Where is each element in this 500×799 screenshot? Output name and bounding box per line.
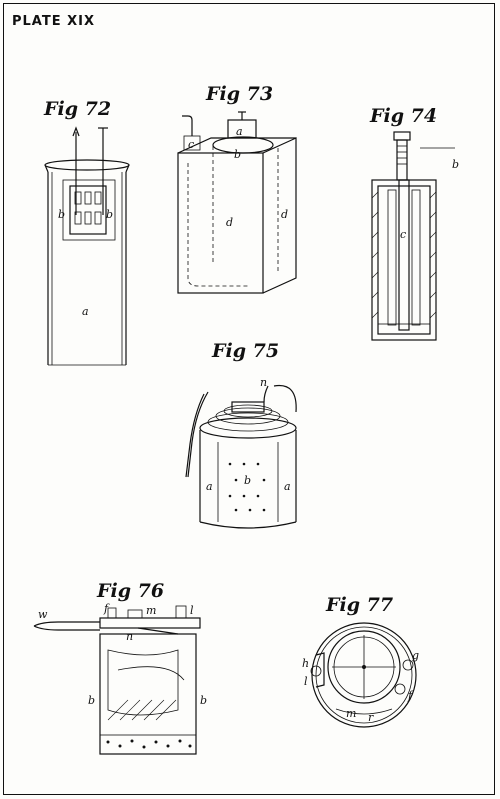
- fig-76-letter-b1: b: [88, 694, 95, 707]
- fig-77-letter-r: r: [368, 711, 374, 724]
- fig-77-letter-h: h: [302, 657, 309, 670]
- fig-75-letter-a1: a: [206, 480, 213, 493]
- fig-75-illustration: n a a b: [185, 376, 297, 529]
- plate-border: [3, 3, 495, 795]
- fig-74-label: Fig 74: [370, 105, 438, 127]
- fig-72-letter-a: a: [82, 305, 89, 318]
- fig-72-illustration: b b a: [44, 126, 130, 366]
- fig-75-label: Fig 75: [212, 340, 280, 362]
- fig-74-illustration: b c: [371, 131, 459, 341]
- fig-77-illustration: g h l f m r: [302, 622, 419, 728]
- fig-76-illustration: w f m l n b b: [33, 602, 207, 755]
- fig-75-letter-n: n: [260, 376, 267, 389]
- fig-72-letter-b1: b: [58, 208, 65, 221]
- fig-73-letter-d2: d: [281, 208, 288, 221]
- fig-77-letter-m: m: [346, 707, 356, 720]
- fig-76-letter-m: m: [146, 604, 156, 617]
- plate-title: PLATE XIX: [12, 14, 96, 29]
- fig-73-letter-d1: d: [226, 216, 233, 229]
- fig-73-label: Fig 73: [206, 83, 274, 105]
- fig-77-letter-f: f: [407, 689, 414, 702]
- fig-72-label: Fig 72: [44, 98, 112, 120]
- fig-73-letter-b: b: [234, 148, 241, 161]
- fig-77-letter-l: l: [304, 675, 308, 688]
- fig-72-letter-b2: b: [106, 208, 113, 221]
- fig-76-label: Fig 76: [97, 580, 165, 602]
- fig-76-letter-b2: b: [200, 694, 207, 707]
- fig-74-letter-b: b: [452, 158, 459, 171]
- fig-73-letter-c: c: [188, 138, 194, 151]
- fig-74-letter-c: c: [400, 228, 406, 241]
- fig-73-illustration: a b c d d: [177, 111, 297, 294]
- fig-76-letter-w: w: [38, 608, 48, 621]
- fig-77-letter-g: g: [412, 649, 419, 662]
- fig-77-label: Fig 77: [326, 594, 394, 616]
- fig-75-letter-b: b: [244, 474, 251, 487]
- fig-73-letter-a: a: [236, 125, 243, 138]
- fig-76-letter-l: l: [190, 604, 194, 617]
- fig-76-letter-n: n: [126, 630, 133, 643]
- fig-76-letter-f: f: [103, 602, 110, 615]
- fig-75-letter-a2: a: [284, 480, 291, 493]
